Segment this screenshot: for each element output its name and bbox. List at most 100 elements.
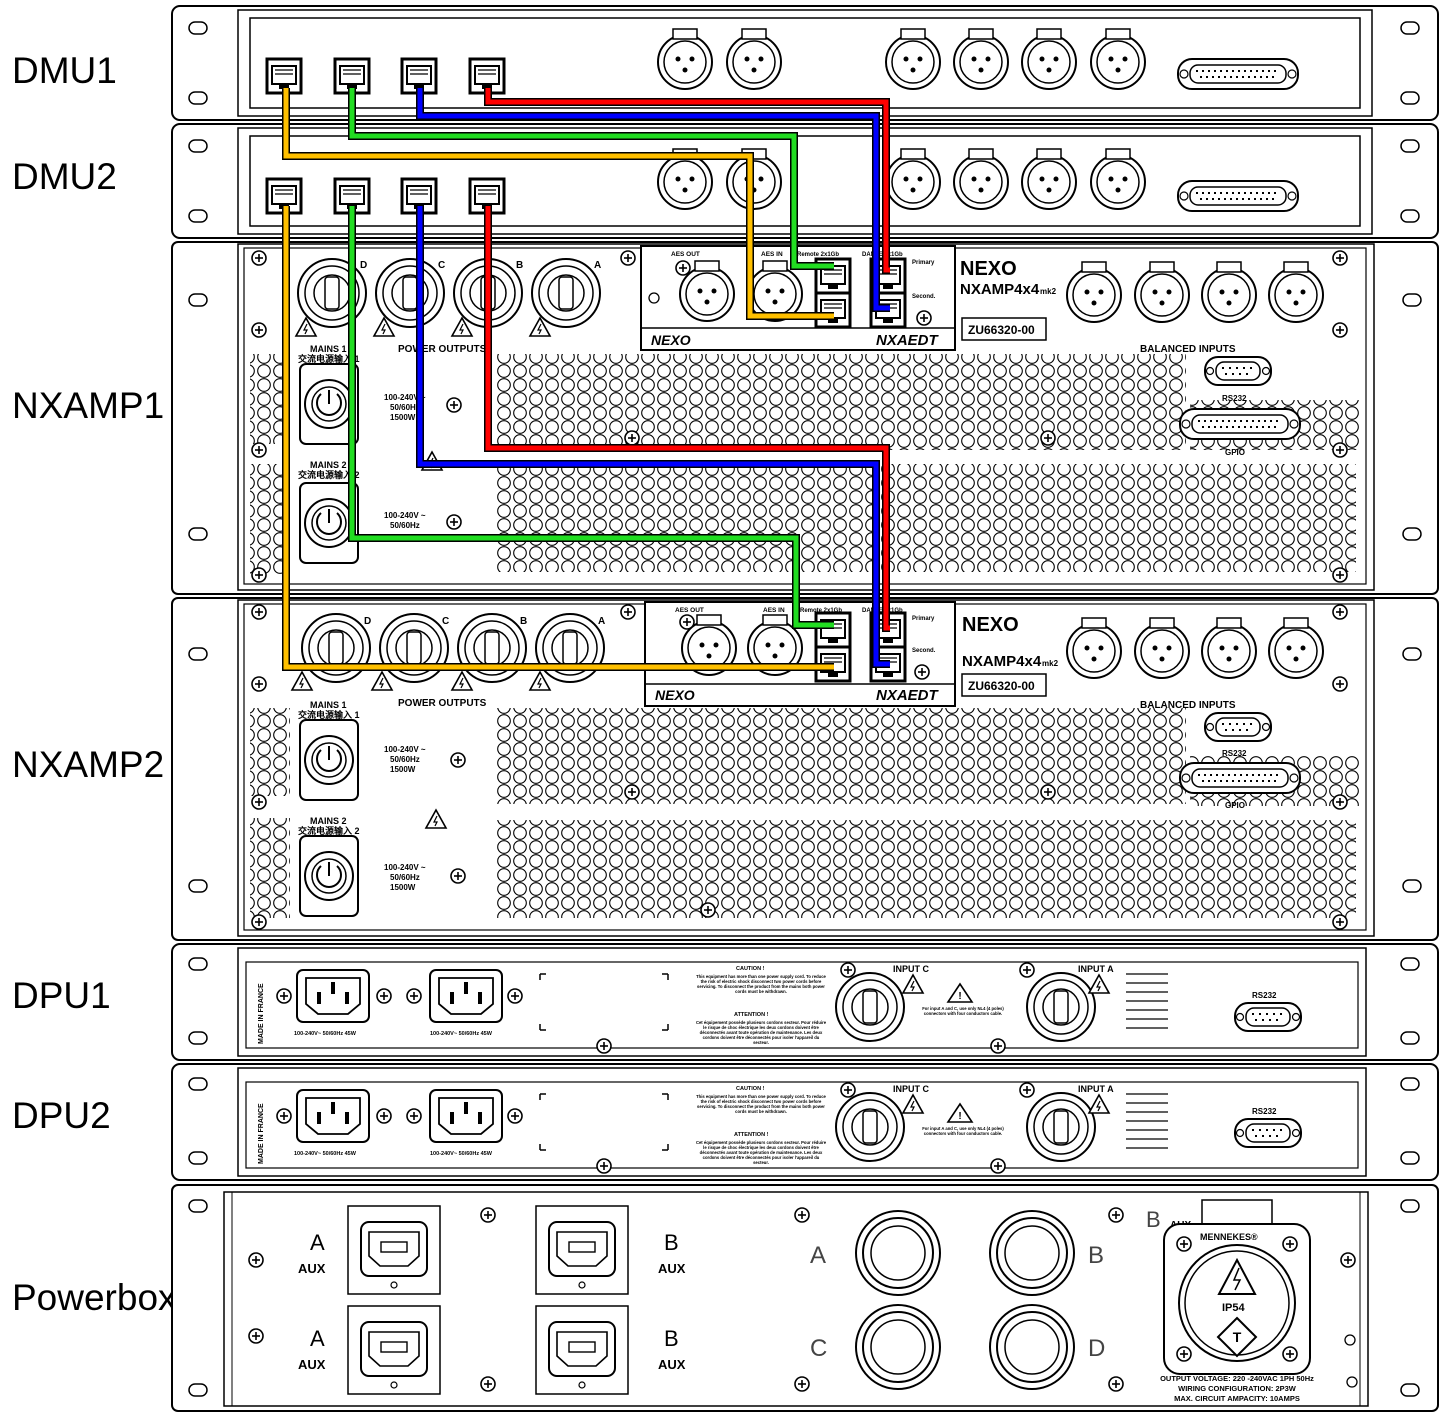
nxamp1-v1a: 100-240V ~ bbox=[384, 393, 426, 402]
dpu2-made-in: MADE IN FRANCE bbox=[258, 1103, 265, 1164]
pb-ip54: IP54 bbox=[1222, 1302, 1246, 1314]
nxamp2-v2b: 50/60Hz bbox=[390, 873, 420, 882]
dpu2-rs232: RS232 bbox=[1252, 1107, 1277, 1116]
nxamp1-v1c: 1500W bbox=[390, 413, 416, 422]
nxamp1-card-name: NXAEDT bbox=[876, 332, 940, 349]
dmu1-rj45-1 bbox=[265, 57, 303, 95]
nxamp2-model-suffix: mk2 bbox=[1042, 659, 1059, 668]
pb-a1: A bbox=[310, 1230, 325, 1255]
label-powerbox: Powerbox bbox=[12, 1277, 177, 1318]
nxamp1-power-outputs: POWER OUTPUTS bbox=[398, 344, 487, 355]
dpu2-iec-rating-2: 100-240V~ 50/60Hz 45W bbox=[430, 1151, 493, 1157]
nxamp2-serial: ZU66320-00 bbox=[968, 679, 1035, 693]
svg-text:!: ! bbox=[958, 1111, 961, 1122]
dpu2-attention-text: Cet équipement possède plusieurs cordons… bbox=[695, 1140, 827, 1165]
pb-aux1: AUX bbox=[298, 1261, 326, 1276]
pb-mennekes: MENNEKES® bbox=[1200, 1232, 1258, 1242]
dmu2-chassis bbox=[171, 123, 1439, 239]
nxamp2-mains1-cn: 交流电源输入 1 bbox=[298, 709, 360, 720]
nxamp2-rs232: RS232 bbox=[1222, 749, 1247, 758]
pb-gland-b: B bbox=[1088, 1242, 1104, 1269]
nxamp2-v2a: 100-240V ~ bbox=[384, 863, 426, 872]
nxamp1-remote: Remote 2x1Gb bbox=[797, 252, 839, 258]
nxamp1-primary: Primary bbox=[912, 260, 935, 266]
dpu2-iec-rating-1: 100-240V~ 50/60Hz 45W bbox=[294, 1151, 357, 1157]
nxamp1-mains2: MAINS 2 bbox=[310, 460, 347, 470]
dpu1-input-c: INPUT C bbox=[893, 964, 930, 974]
label-nxamp1: NXAMP1 bbox=[12, 385, 165, 426]
nxamp2-aes-in: AES IN bbox=[763, 607, 785, 614]
dmu1-chassis bbox=[171, 5, 1439, 121]
nxamp2-aes-out: AES OUT bbox=[675, 607, 704, 614]
nxamp2-balanced: BALANCED INPUTS bbox=[1140, 700, 1236, 711]
svg-text:!: ! bbox=[958, 991, 961, 1002]
nxamp2-ch-c: C bbox=[442, 616, 449, 627]
pb-gland-c: C bbox=[810, 1335, 827, 1362]
cable-green-1 bbox=[349, 88, 834, 269]
dpu2-input-c: INPUT C bbox=[893, 1084, 930, 1094]
svg-text:T: T bbox=[1233, 1329, 1242, 1345]
dpu1-iec-rating-1: 100-240V~ 50/60Hz 45W bbox=[294, 1031, 357, 1037]
nxamp1-card-brand: NEXO bbox=[651, 332, 691, 348]
nxamp1-v2a: 100-240V ~ bbox=[384, 511, 426, 520]
pb-mennekes-b: B bbox=[1146, 1207, 1161, 1232]
nxamp2-v1a: 100-240V ~ bbox=[384, 745, 426, 754]
nxamp1-rs232: RS232 bbox=[1222, 394, 1247, 403]
nxamp2-power-outputs: POWER OUTPUTS bbox=[398, 698, 487, 709]
dpu2-input-a: INPUT A bbox=[1078, 1084, 1114, 1094]
label-dmu2: DMU2 bbox=[12, 156, 117, 197]
dpu2-caution-title: CAUTION ! bbox=[736, 1086, 765, 1092]
dpu2-chassis: MADE IN FRANCE 100-240V~ 50/60Hz 45W 100… bbox=[171, 1063, 1439, 1181]
cable-red-1 bbox=[485, 88, 890, 273]
pb-output-2: WIRING CONFIGURATION: 2P3W bbox=[1178, 1384, 1297, 1393]
nxamp1-mains1: MAINS 1 bbox=[310, 344, 347, 354]
dpu1-attention-text: Cet équipement possède plusieurs cordons… bbox=[695, 1020, 827, 1045]
nxamp2-ch-a: A bbox=[598, 616, 605, 627]
dpu2-caution-text: This equipment has more than one power s… bbox=[696, 1094, 826, 1114]
cable-blue-2 bbox=[417, 206, 890, 667]
dmu1-db25 bbox=[1177, 58, 1299, 90]
nxamp2-ch-b: B bbox=[520, 616, 527, 627]
pb-aux2: AUX bbox=[298, 1357, 326, 1372]
dpu1-input-a: INPUT A bbox=[1078, 964, 1114, 974]
nxamp2-brand: NEXO bbox=[962, 614, 1019, 636]
nxamp1-aes-out: AES OUT bbox=[671, 251, 700, 258]
dmu2-db25 bbox=[1177, 180, 1299, 212]
dpu1-chassis: MADE IN FRANCE 100-240V~ 50/60Hz 45W 100… bbox=[171, 943, 1439, 1061]
nxamp2-v2c: 1500W bbox=[390, 883, 416, 892]
nxamp1-second: Second. bbox=[912, 294, 936, 300]
nxamp2-second: Second. bbox=[912, 648, 936, 654]
nxamp1-ch-d: D bbox=[360, 260, 367, 271]
dpu1-caution-title: CAUTION ! bbox=[736, 966, 765, 972]
nxamp1-chassis: D C B A POWER OUTPUTS MAINS 1 交流电源输入 1 1… bbox=[171, 241, 1439, 595]
label-dpu2: DPU2 bbox=[12, 1095, 111, 1136]
dpu2-input-note: For input A and C, use only NL4 (4 poles… bbox=[922, 1126, 1004, 1136]
pb-output-1: OUTPUT VOLTAGE: 220 -240VAC 1PH 50Hz bbox=[1160, 1374, 1314, 1383]
nxamp2-v1c: 1500W bbox=[390, 765, 416, 774]
dmu1-rj45-2 bbox=[333, 57, 371, 95]
pb-a2: A bbox=[310, 1326, 325, 1351]
nxamp2-mains2: MAINS 2 bbox=[310, 816, 347, 826]
pb-aux4: AUX bbox=[658, 1357, 686, 1372]
nxamp1-brand: NEXO bbox=[960, 258, 1017, 280]
nxamp1-ch-c: C bbox=[438, 260, 445, 271]
nxamp2-gpio: GPIO bbox=[1225, 801, 1245, 810]
nxamp1-ch-b: B bbox=[516, 260, 523, 271]
nxamp2-card-brand: NEXO bbox=[655, 687, 695, 703]
nxamp1-ch-a: A bbox=[594, 260, 601, 271]
pb-b1: B bbox=[664, 1230, 679, 1255]
powerbox-chassis: A AUX A AUX B AUX B AUX A B C D B AUX bbox=[171, 1184, 1439, 1412]
pb-output-3: MAX. CIRCUIT AMPACITY: 10AMPS bbox=[1174, 1394, 1300, 1403]
dmu1-rj45-4 bbox=[468, 57, 506, 95]
dmu1-rj45-3 bbox=[400, 57, 438, 95]
nxamp1-model: NXAMP4x4 bbox=[960, 281, 1040, 298]
nxamp1-balanced: BALANCED INPUTS bbox=[1140, 344, 1236, 355]
dpu1-rs232: RS232 bbox=[1252, 991, 1277, 1000]
nxamp2-mains2-cn: 交流电源输入 2 bbox=[298, 825, 360, 836]
dpu1-made-in: MADE IN FRANCE bbox=[258, 983, 265, 1044]
dpu2-attention-title: ATTENTION ! bbox=[734, 1132, 769, 1138]
pb-gland-d: D bbox=[1088, 1335, 1105, 1362]
nxamp1-serial: ZU66320-00 bbox=[968, 323, 1035, 337]
nxamp1-model-suffix: mk2 bbox=[1040, 287, 1057, 296]
